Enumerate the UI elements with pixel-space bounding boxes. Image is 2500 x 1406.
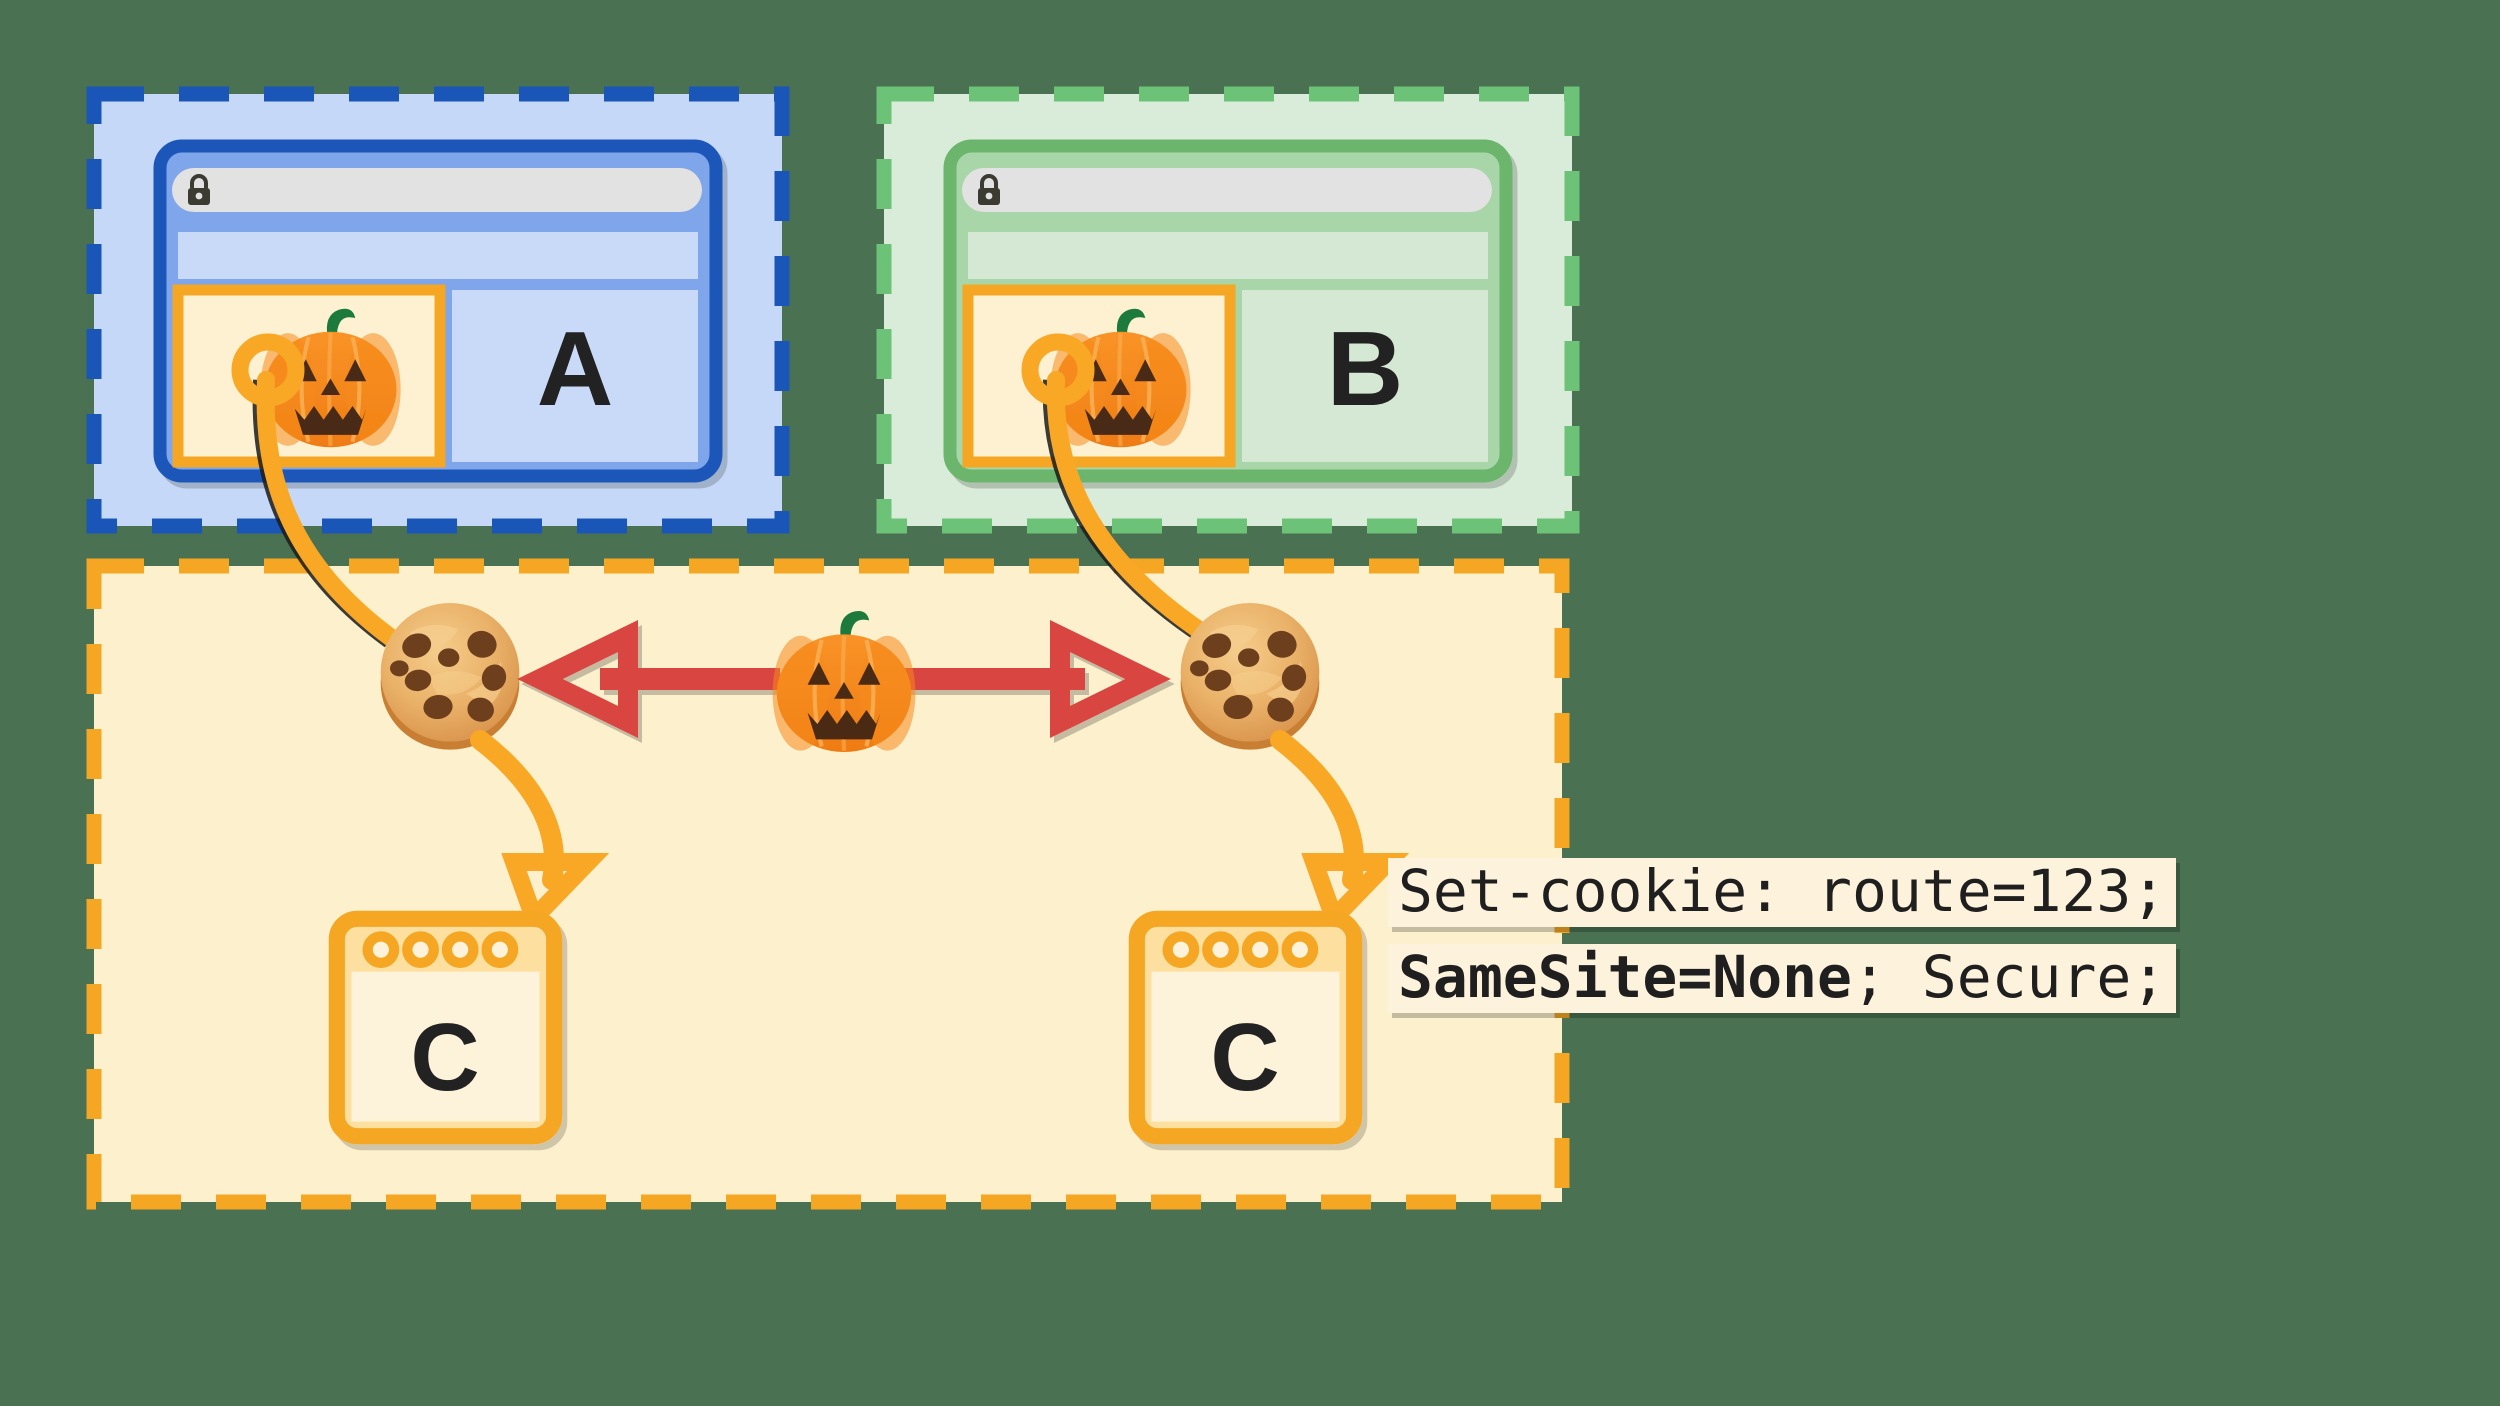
set-cookie-label: Set-cookie: route=123; SameSite=None; Se… xyxy=(1388,858,2328,1038)
bidirectional-arrow xyxy=(517,619,1171,739)
cookie-right xyxy=(1180,603,1320,750)
set-cookie-line-2: SameSite=None; Secure; xyxy=(1388,943,2177,1014)
url-bar-a xyxy=(172,168,702,212)
lock-icon xyxy=(978,174,1000,205)
string-loop-a xyxy=(231,333,305,407)
letter-panel-a xyxy=(452,290,698,462)
samesite-none-token: SameSite=None xyxy=(1398,943,1852,1011)
server-letter-left: C xyxy=(410,1004,479,1111)
arrow-right-head xyxy=(1050,619,1171,739)
cookie-icon xyxy=(380,603,520,750)
cookie-left xyxy=(380,603,520,750)
arrow-left-head xyxy=(517,619,638,739)
url-bar-b xyxy=(962,168,1492,212)
cookie-string-b xyxy=(1021,333,1223,649)
site-b-dashed-border xyxy=(876,86,1580,534)
server-c-left: C xyxy=(337,919,554,1136)
arrowhead-left xyxy=(501,853,610,935)
cookie-to-server-right xyxy=(1270,730,1410,935)
browser-window-a: A xyxy=(153,139,723,483)
string-loop-b xyxy=(1021,333,1095,407)
site-letter-b: B xyxy=(1327,310,1404,428)
content-band-a xyxy=(178,232,698,279)
letter-panel-b xyxy=(1242,290,1488,462)
content-band-b xyxy=(968,232,1488,279)
set-cookie-line-1: Set-cookie: route=123; xyxy=(1388,858,2177,928)
site-letter-a: A xyxy=(537,310,614,428)
lock-icon xyxy=(188,174,210,205)
browser-window-b: B xyxy=(943,139,1513,483)
arrowhead-right xyxy=(1301,853,1410,935)
site-a-dashed-border xyxy=(86,86,790,534)
cookie-to-server-left xyxy=(470,730,610,935)
cookie-string-a xyxy=(231,333,403,649)
server-c-right: C xyxy=(1137,919,1354,1136)
cookie-icon xyxy=(1180,603,1320,750)
secure-token: ; Secure; xyxy=(1851,943,2167,1011)
server-letter-right: C xyxy=(1210,1004,1279,1111)
